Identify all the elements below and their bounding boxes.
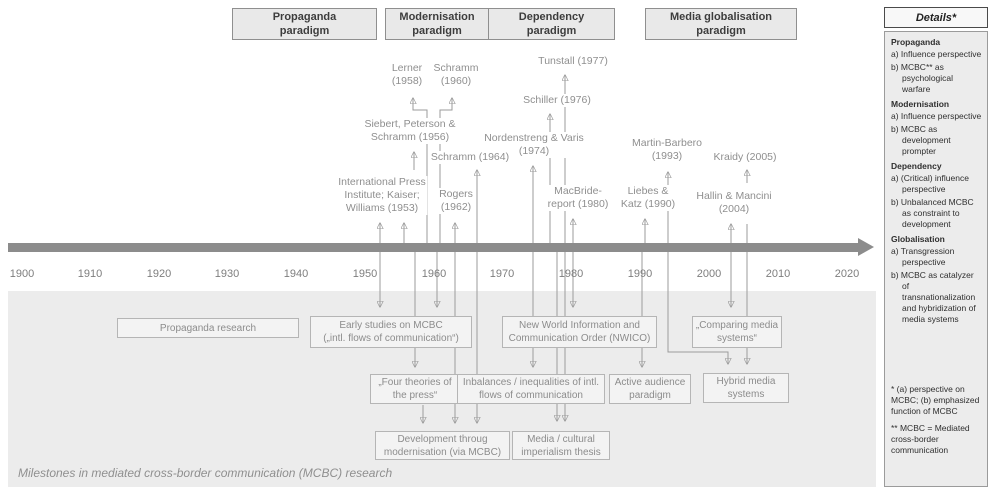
event-label-kraidy-2005: Kraidy (2005) (712, 151, 778, 164)
details-item: a) Transgression perspective (891, 246, 955, 267)
details-section-modernisation: Modernisation a) Influence perspective b… (891, 99, 982, 157)
details-header: Propaganda (891, 37, 941, 47)
year-label-2020: 2020 (834, 268, 860, 280)
details-section-propaganda: Propaganda a) Influence perspective b) M… (891, 37, 982, 95)
event-label-international-press-1953: International Press Institute; Kaiser; W… (337, 176, 427, 215)
year-label-1900: 1900 (9, 268, 35, 280)
event-label-lerner-1958: Lerner (1958) (390, 62, 424, 88)
paradigm-box-dependency: Dependency paradigm (488, 8, 615, 40)
year-label-2000: 2000 (696, 268, 722, 280)
year-label-1930: 1930 (214, 268, 240, 280)
connector-down-hybrid-elbow (667, 252, 728, 364)
year-label-1940: 1940 (283, 268, 309, 280)
event-label-liebes-katz-1990: Liebes & Katz (1990) (619, 185, 677, 211)
event-label-schramm-1960: Schramm (1960) (432, 62, 480, 88)
details-item: b) MCBC as development prompter (891, 124, 951, 156)
event-label-siebert-1956: Siebert, Peterson & Schramm (1956) (363, 118, 457, 144)
paradigm-box-modernisation: Modernisation paradigm (385, 8, 489, 40)
box-nwico: New World Information and Communication … (502, 316, 657, 348)
timeline-bar (8, 243, 860, 252)
event-label-macbride-1980: MacBride- report (1980) (546, 185, 610, 211)
event-label-schramm-1964: Schramm (1964) (429, 151, 511, 164)
box-hybrid-media-systems: Hybrid media systems (703, 373, 789, 403)
details-item: a) (Critical) influence perspective (891, 173, 969, 194)
event-label-nordenstreng-1974: Nordenstreng & Varis (1974) (483, 132, 585, 158)
details-title: Details* (884, 7, 988, 28)
details-header: Globalisation (891, 234, 945, 244)
connector-up-1960-schramm (439, 98, 452, 243)
box-development-modernisation: Development throug modernisation (via MC… (375, 431, 510, 460)
box-media-cultural-imperialism: Media / cultural imperialism thesis (512, 431, 610, 460)
year-label-1950: 1950 (352, 268, 378, 280)
box-inbalances-flows: Inbalances / inequalities of intl. flows… (457, 374, 605, 404)
details-header: Dependency (891, 161, 942, 171)
details-item: a) Influence perspective (891, 111, 982, 121)
box-four-theories-press: „Four theories of the press“ (370, 374, 460, 404)
year-label-1910: 1910 (77, 268, 103, 280)
connector-up-1958-lerner (413, 98, 428, 243)
details-header: Modernisation (891, 99, 950, 109)
figure-caption: Milestones in mediated cross-border comm… (18, 466, 393, 480)
year-label-1980: 1980 (558, 268, 584, 280)
event-label-schiller-1976: Schiller (1976) (522, 94, 592, 107)
box-active-audience: Active audience paradigm (609, 374, 691, 404)
year-label-1970: 1970 (489, 268, 515, 280)
year-label-1920: 1920 (146, 268, 172, 280)
details-item: a) Influence perspective (891, 49, 982, 59)
event-label-hallin-mancini-2004: Hallin & Mancini (2004) (695, 190, 773, 216)
details-item: b) MCBC as catalyzer of transnationaliza… (891, 270, 976, 324)
paradigm-box-media-globalisation: Media globalisation paradigm (645, 8, 797, 40)
year-label-2010: 2010 (765, 268, 791, 280)
box-propaganda-research: Propaganda research (117, 318, 299, 338)
year-label-1990: 1990 (627, 268, 653, 280)
details-panel: Propaganda a) Influence perspective b) M… (884, 31, 988, 487)
paradigm-box-propaganda: Propaganda paradigm (232, 8, 377, 40)
box-comparing-media-systems: „Comparing media systems“ (692, 316, 782, 348)
event-label-tunstall-1977: Tunstall (1977) (537, 55, 609, 68)
footnote-double-asterisk: ** MCBC = Mediated cross-border communic… (891, 423, 970, 455)
details-section-dependency: Dependency a) (Critical) influence persp… (891, 161, 982, 230)
footnote-asterisk: * (a) perspective on MCBC; (b) emphasize… (891, 384, 980, 416)
details-section-globalisation: Globalisation a) Transgression perspecti… (891, 234, 982, 325)
details-item: b) Unbalanced MCBC as constraint to deve… (891, 197, 974, 229)
details-footnotes: * (a) perspective on MCBC; (b) emphasize… (891, 384, 982, 462)
box-early-studies-mcbc: Early studies on MCBC („intl. flows of c… (310, 316, 472, 348)
event-label-martin-barbero-1993: Martin-Barbero (1993) (630, 137, 704, 163)
event-label-rogers-1962: Rogers (1962) (438, 188, 474, 214)
details-item: b) MCBC** as psychological warfare (891, 62, 954, 94)
year-label-1960: 1960 (421, 268, 447, 280)
timeline-arrowhead-icon (858, 238, 874, 256)
